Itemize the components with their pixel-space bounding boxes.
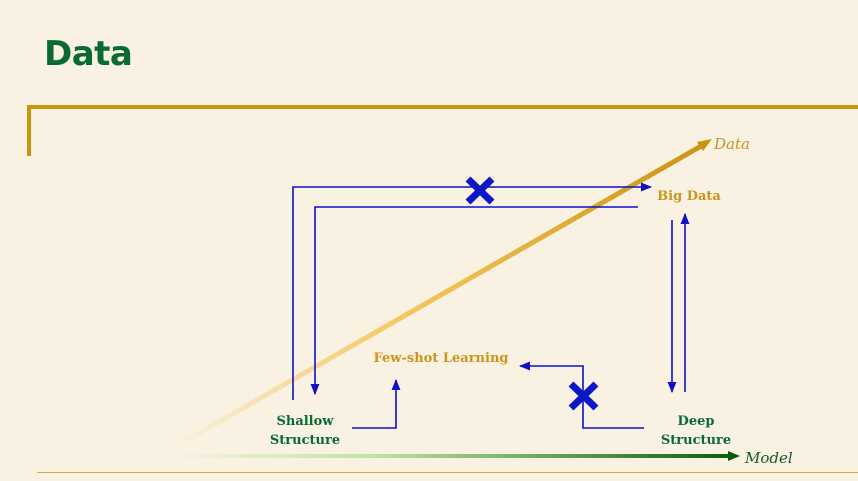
model-axis-arrowhead	[728, 451, 740, 461]
blocked-cross-top	[465, 176, 495, 205]
data-axis-arrowhead	[697, 139, 712, 151]
slide-title: Data	[44, 34, 133, 74]
top-rule-horizontal	[27, 105, 858, 109]
arrow-shallow-to-fewshot	[352, 378, 401, 429]
model-axis-label: Model	[744, 449, 793, 467]
arrow-shallow-to-bigdata	[292, 182, 653, 400]
data-axis	[173, 142, 705, 450]
node-deep-structure-line2: Structure	[661, 433, 731, 448]
bottom-rule	[37, 472, 858, 473]
blocked-cross-bottom	[568, 381, 599, 411]
arrow-bigdata-to-shallow	[310, 206, 638, 396]
node-big-data: Big Data	[657, 189, 721, 204]
node-shallow-structure-line2: Structure	[270, 433, 340, 448]
node-few-shot-learning: Few-shot Learning	[374, 351, 509, 366]
top-rule-vertical	[27, 105, 31, 156]
node-shallow-structure-line1: Shallow	[276, 414, 334, 429]
node-deep-structure-line1: Deep	[678, 414, 715, 429]
data-axis-label: Data	[713, 135, 750, 153]
